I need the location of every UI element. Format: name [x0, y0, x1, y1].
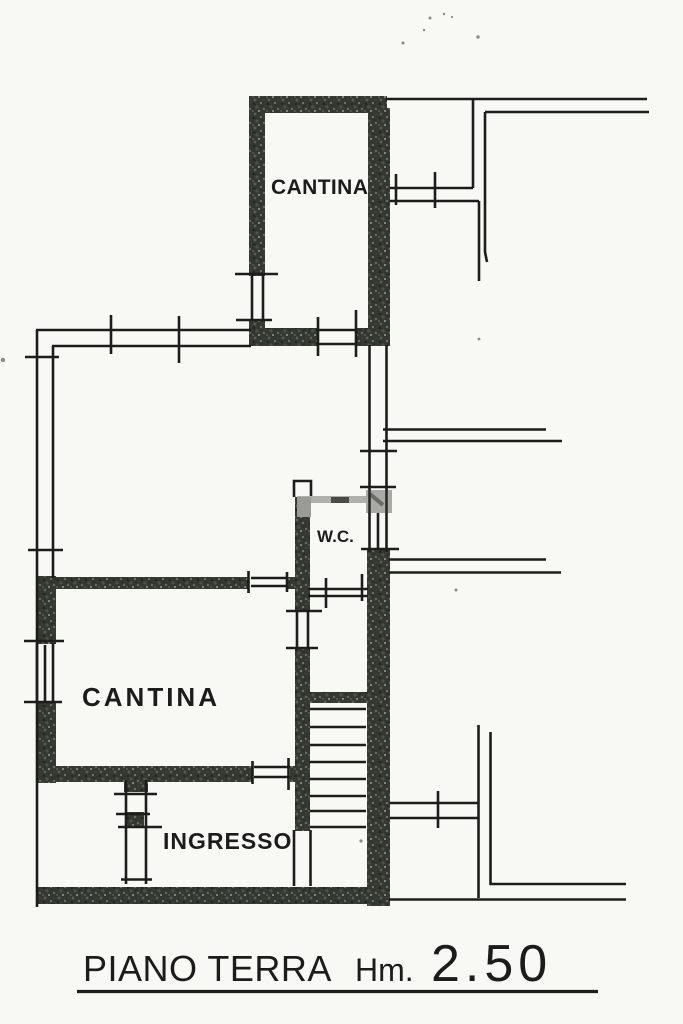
svg-text:CANTINA: CANTINA	[82, 682, 220, 712]
svg-text:PIANO TERRA: PIANO TERRA	[83, 948, 332, 989]
svg-text:Hm.: Hm.	[355, 952, 414, 988]
svg-text:W.C.: W.C.	[317, 527, 354, 546]
svg-text:INGRESSO: INGRESSO	[163, 828, 292, 854]
svg-text:CANTINA: CANTINA	[271, 176, 368, 199]
svg-text:2.50: 2.50	[431, 935, 552, 993]
